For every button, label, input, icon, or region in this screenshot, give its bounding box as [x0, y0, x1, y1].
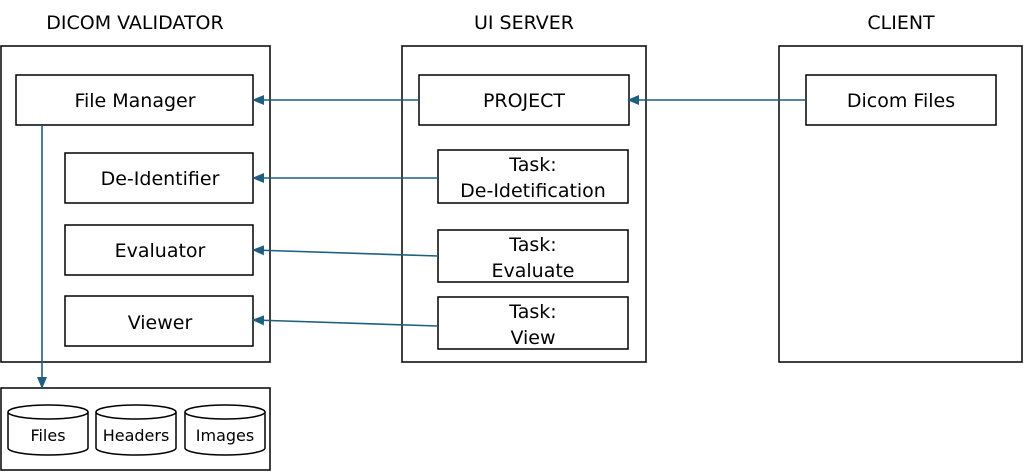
viewer-label: Viewer: [128, 312, 193, 334]
task-evaluate-box: [437, 229, 629, 283]
task-view-line1: Task:: [508, 301, 556, 323]
images-label: Images: [196, 426, 254, 445]
arrow-task-evaluate-to-evaluator: [252, 245, 439, 257]
task-view-line2: View: [510, 327, 555, 349]
evaluator-label: Evaluator: [115, 240, 206, 262]
files-label: Files: [30, 426, 65, 445]
viewer-box: [64, 295, 254, 347]
dicom-files-box: [805, 74, 997, 126]
task-deid-line1: Task:: [508, 154, 556, 176]
task-deid-box: [437, 149, 629, 204]
client-title: CLIENT: [867, 12, 935, 34]
evaluator-box: [64, 224, 254, 276]
headers-label: Headers: [103, 426, 170, 445]
project-label: PROJECT: [483, 90, 565, 112]
images-database-icon: Images: [184, 404, 266, 456]
headers-database-icon: Headers: [95, 404, 177, 456]
server-title: UI SERVER: [474, 12, 574, 34]
task-deid-line2: De-Idetification: [460, 180, 606, 202]
task-evaluate-line1: Task:: [508, 234, 556, 256]
de-identifier-label: De-Identifier: [101, 168, 220, 190]
de-identifier-box: [64, 152, 254, 204]
task-evaluate-line2: Evaluate: [492, 260, 575, 282]
arrow-task-view-to-viewer: [252, 315, 439, 327]
validator-title: DICOM VALIDATOR: [46, 12, 223, 34]
task-view-box: [437, 296, 629, 350]
file-manager-label: File Manager: [74, 90, 195, 112]
files-database-icon: Files: [7, 404, 89, 456]
dicom-files-label: Dicom Files: [847, 90, 955, 112]
